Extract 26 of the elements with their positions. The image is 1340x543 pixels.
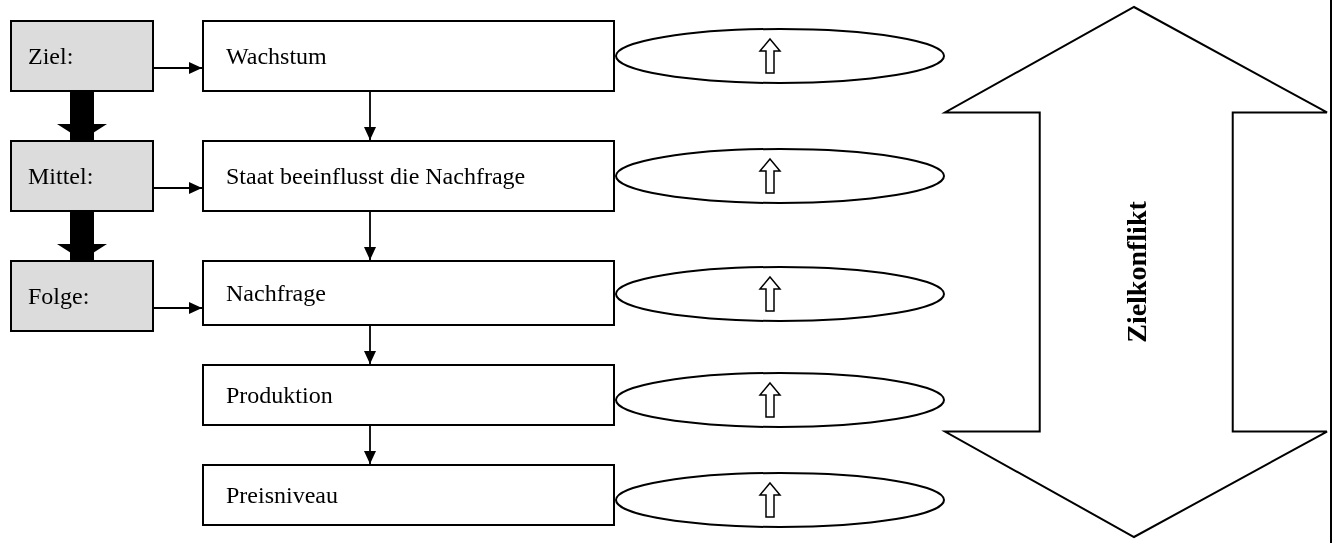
process-box — [202, 464, 615, 526]
thick-arrow — [57, 92, 107, 140]
arrow — [153, 302, 203, 314]
arrow — [153, 182, 203, 194]
arrow — [153, 62, 203, 74]
category-box — [10, 140, 154, 212]
category-box — [10, 20, 154, 92]
conflict-label: Zielkonflikt — [1121, 201, 1153, 343]
arrow — [364, 211, 376, 261]
box-label: Folge: — [28, 282, 90, 310]
box-label: Mittel: — [28, 162, 94, 190]
arrow — [364, 425, 376, 465]
box-label: Produktion — [226, 381, 333, 409]
thick-arrow — [57, 212, 107, 260]
box-label: Staat beeinflusst die Nachfrage — [226, 162, 526, 190]
box-label: Wachstum — [226, 42, 327, 70]
process-box — [202, 364, 615, 426]
arrow — [364, 91, 376, 141]
box-label: Nachfrage — [226, 279, 326, 307]
box-label: Ziel: — [28, 42, 74, 70]
arrow — [364, 325, 376, 365]
category-box — [10, 260, 154, 332]
process-box — [202, 20, 615, 92]
process-box — [202, 140, 615, 212]
process-box — [202, 260, 615, 326]
box-label: Preisniveau — [226, 481, 338, 509]
